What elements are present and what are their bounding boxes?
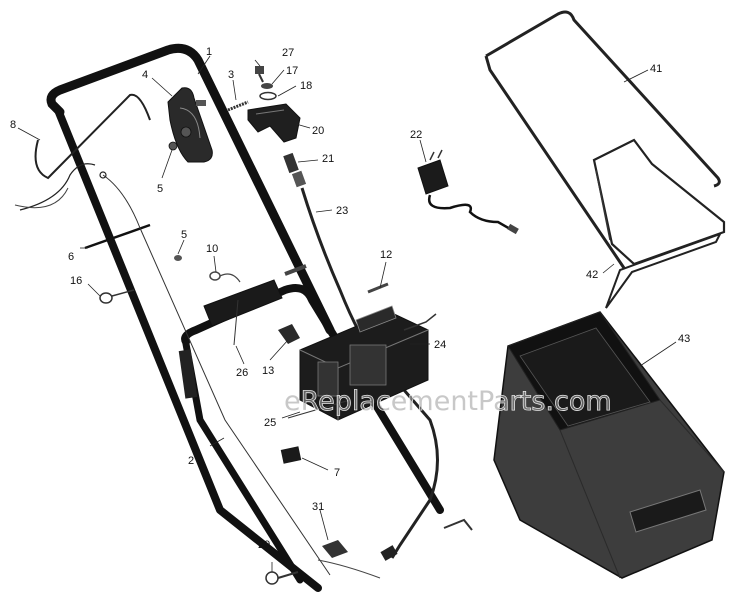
cap-7 — [280, 446, 302, 464]
cable-rod — [84, 171, 331, 576]
battery-assembly — [299, 305, 437, 421]
bolt-12 — [367, 282, 389, 294]
bag-frame — [484, 10, 726, 309]
eye-bolt-16 — [99, 289, 135, 304]
knob-29 — [265, 571, 299, 585]
callout-22: 22 — [410, 129, 422, 141]
callout-6: 6 — [68, 251, 74, 263]
grass-bag — [493, 311, 725, 579]
watermark: eReplacementParts.com — [284, 386, 612, 417]
battery-bracket — [203, 279, 283, 346]
callout-5b: 5 — [181, 229, 187, 241]
callout-1: 1 — [206, 46, 212, 58]
nut-5b — [174, 255, 182, 261]
charger — [417, 149, 519, 235]
callout-27: 27 — [282, 47, 294, 59]
callout-21: 21 — [322, 153, 334, 165]
bail-cable — [14, 93, 151, 211]
battery-strap-25 — [287, 399, 351, 419]
callout-25: 25 — [264, 417, 276, 429]
lower-handle — [178, 284, 444, 584]
screw-3 — [227, 100, 249, 112]
clip-10 — [209, 271, 241, 283]
nut-17 — [261, 83, 273, 89]
leader-lines — [17, 55, 677, 572]
callout-10: 10 — [206, 243, 218, 255]
callout-41: 41 — [650, 63, 662, 75]
callout-2: 2 — [188, 455, 194, 467]
callout-17: 17 — [286, 65, 298, 77]
cord-connector — [283, 152, 307, 188]
cable-clip-31 — [317, 540, 381, 579]
callout-8: 8 — [10, 119, 16, 131]
callout-31: 31 — [312, 501, 324, 513]
callout-20: 20 — [312, 125, 324, 137]
callout-18: 18 — [300, 80, 312, 92]
cord-end — [443, 518, 473, 531]
switch-box — [167, 87, 213, 163]
callout-42: 42 — [586, 269, 598, 281]
callout-26: 26 — [236, 367, 248, 379]
callout-43: 43 — [678, 333, 690, 345]
callout-24: 24 — [434, 339, 446, 351]
callout-12: 12 — [380, 249, 392, 261]
terminal-13 — [278, 324, 300, 344]
callout-23: 23 — [336, 205, 348, 217]
callout-13: 13 — [262, 365, 274, 377]
callout-7: 7 — [334, 467, 340, 479]
callout-5a: 5 — [157, 183, 163, 195]
switch-cover — [247, 103, 301, 143]
callout-4: 4 — [142, 69, 148, 81]
callout-16: 16 — [70, 275, 82, 287]
callout-3: 3 — [228, 69, 234, 81]
screw-27 — [255, 66, 264, 83]
callout-29: 29 — [258, 539, 270, 551]
callout-labels: 1 2 3 4 5 5 6 7 8 10 11 12 13 16 17 18 2… — [10, 46, 690, 551]
washer-18 — [259, 91, 277, 101]
bracket-strip — [284, 264, 307, 276]
